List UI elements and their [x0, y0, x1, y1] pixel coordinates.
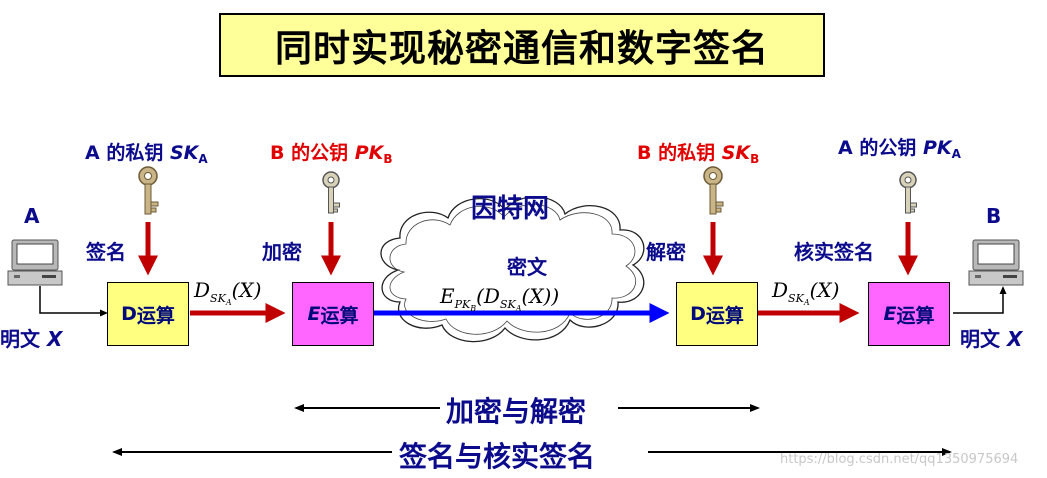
key-label-symbol: SK: [721, 142, 751, 164]
d-operation-box-sender: D 运算: [107, 282, 189, 346]
plaintext-var: X: [1006, 327, 1023, 351]
key-sk-a-icon: [138, 166, 159, 215]
e-operation-box-receiver: E 运算: [868, 282, 950, 346]
internet-label: 因特网: [471, 194, 550, 224]
key-label-subscript: A: [198, 152, 208, 166]
decrypt-label: 解密: [646, 240, 686, 264]
party-a-label: A: [24, 204, 40, 228]
key-label-subscript: B: [383, 152, 393, 166]
plaintext-left-label: 明文 X: [0, 323, 62, 352]
plaintext-text: 明文: [0, 327, 47, 351]
internet-cloud: [380, 196, 645, 343]
formula-d: D: [194, 278, 211, 302]
formula-b: B: [470, 304, 477, 313]
formula-sk: SK: [788, 292, 804, 305]
verify-label: 核实签名: [794, 240, 874, 264]
title-box: 同时实现秘密通信和数字签名: [219, 13, 825, 77]
key-label-sk-b: B 的私钥 SKB: [637, 138, 759, 166]
plaintext-right-label: 明文 X: [960, 323, 1022, 352]
key-label-text: A 的私钥: [85, 142, 170, 164]
page-title: 同时实现秘密通信和数字签名: [275, 27, 769, 70]
computer-a-icon: [7, 239, 63, 286]
formula-a: A: [515, 304, 522, 313]
key-label-pk-a: A 的公钥 PKA: [838, 133, 961, 161]
d-operation-box-receiver: D 运算: [676, 282, 758, 346]
plaintext-text: 明文: [960, 327, 1007, 351]
formula-d: D: [772, 278, 789, 302]
key-label-symbol: PK: [354, 142, 384, 164]
key-label-subscript: A: [951, 147, 961, 161]
key-label-text: B 的公钥: [270, 142, 355, 164]
party-b-label: B: [986, 204, 1002, 228]
key-pk-a-icon: [899, 171, 918, 214]
formula-sk: SK: [210, 292, 226, 305]
key-label-text: A 的公钥: [838, 137, 923, 159]
key-label-symbol: SK: [169, 142, 199, 164]
plaintext-in-arrow: [39, 286, 108, 317]
key-label-pk-b: B 的公钥 PKB: [270, 138, 393, 166]
formula-a: A: [803, 298, 810, 307]
plaintext-var: X: [46, 327, 63, 351]
ciphertext-label: 密文: [507, 255, 547, 279]
formula-sk: SK: [499, 298, 516, 311]
range-encrypt-decrypt-label: 加密与解密: [446, 395, 587, 428]
box-text: 运算: [705, 304, 744, 327]
formula-x: (X): [231, 278, 262, 302]
formula-decrypted: DSKA(X): [772, 278, 839, 307]
key-label-symbol: PK: [922, 137, 952, 159]
box-letter: E: [883, 303, 897, 325]
key-label-sk-a: A 的私钥 SKA: [85, 138, 208, 166]
formula-signed: DSKA(X): [194, 278, 261, 307]
range-sign-verify-label: 签名与核实签名: [399, 440, 596, 473]
formula-x: (X)): [521, 284, 560, 308]
key-pk-b-icon: [322, 171, 341, 214]
key-label-text: B 的私钥: [637, 142, 722, 164]
formula-e: E: [440, 284, 455, 308]
box-text: 运算: [896, 304, 935, 327]
formula-a: A: [225, 298, 232, 307]
formula-x: (X): [809, 278, 840, 302]
sign-label: 签名: [86, 240, 126, 264]
box-text: 运算: [320, 304, 359, 327]
encrypt-label: 加密: [262, 240, 302, 264]
watermark: https://blog.csdn.net/qq1350975694: [780, 452, 1019, 467]
e-operation-box-sender: E 运算: [292, 282, 374, 346]
box-letter: D: [121, 303, 137, 325]
box-letter: D: [690, 303, 706, 325]
key-sk-b-icon: [703, 166, 724, 215]
box-text: 运算: [136, 304, 175, 327]
key-label-subscript: B: [750, 152, 760, 166]
formula-ciphertext: EPKB(DSKA(X)): [440, 284, 559, 313]
formula-d: (D: [476, 284, 500, 308]
plaintext-out-arrow: [953, 286, 1007, 314]
computer-b-icon: [968, 239, 1024, 286]
box-letter: E: [307, 303, 321, 325]
formula-pk: PK: [454, 298, 471, 311]
